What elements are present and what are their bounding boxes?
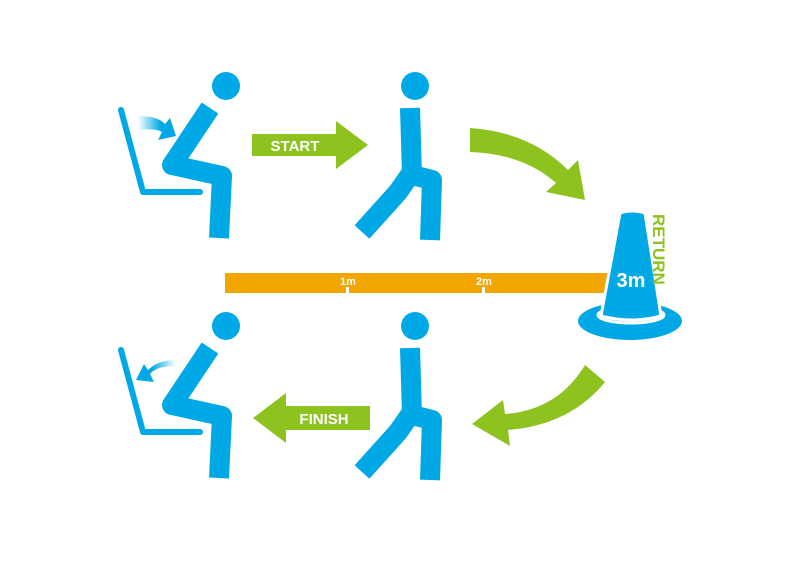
distance-track: 1m 2m	[225, 273, 610, 293]
sitting-figure-start	[121, 72, 240, 238]
walking-figure-back	[362, 312, 432, 480]
distance-3m-label: 3m	[617, 270, 646, 292]
distance-1m-label: 1m	[340, 276, 356, 288]
distance-2m-label: 2m	[476, 276, 492, 288]
start-arrow: START	[252, 121, 368, 169]
finish-arrow: FINISH	[253, 393, 370, 443]
sit-down-arrow-icon	[136, 360, 176, 382]
start-label: START	[271, 138, 320, 155]
curved-arrow-from-cone	[472, 365, 605, 446]
stand-up-arrow-icon	[138, 116, 176, 140]
sitting-figure-finish	[121, 312, 240, 478]
cone-icon: 3m	[578, 209, 682, 340]
return-label: RETURN	[649, 214, 668, 285]
finish-label: FINISH	[299, 411, 348, 428]
walking-figure-out	[362, 72, 432, 240]
curved-arrow-to-cone	[470, 128, 585, 200]
